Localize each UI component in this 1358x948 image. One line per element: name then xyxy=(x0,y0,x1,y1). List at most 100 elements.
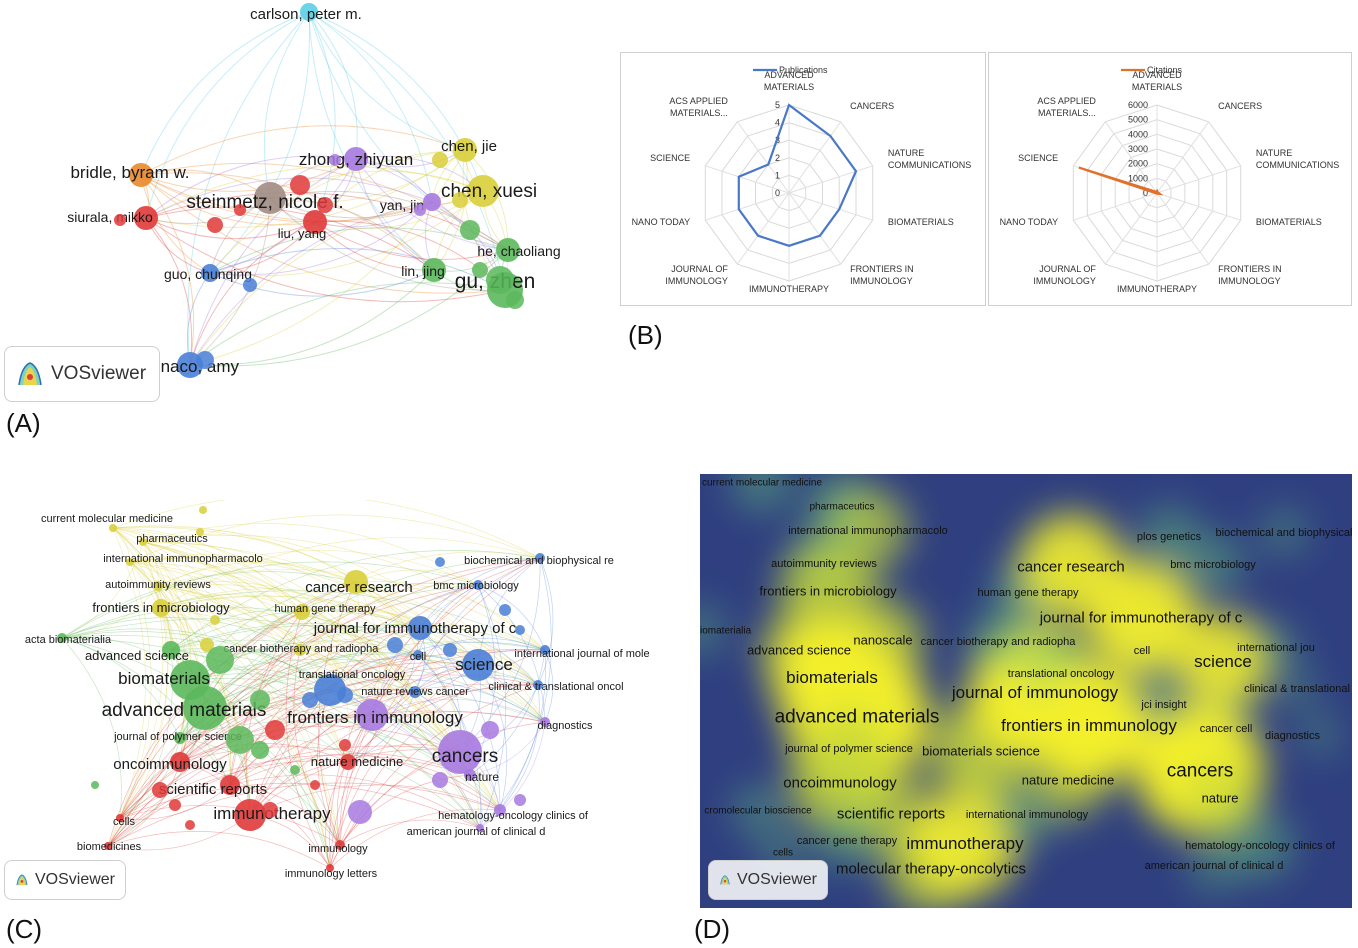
node-steinmetz-nicole-f[interactable] xyxy=(254,182,286,214)
node-frontiers-in-immunology[interactable] xyxy=(356,699,388,731)
network-edge xyxy=(112,500,541,559)
vosviewer-logo-icon xyxy=(720,875,730,885)
density-label-journal-of-polymer-science: journal of polymer science xyxy=(784,743,913,755)
network-edge xyxy=(285,611,331,869)
network-edge xyxy=(157,585,373,716)
node-yan-jin[interactable] xyxy=(423,193,441,211)
network-node xyxy=(262,802,278,818)
node-cell[interactable] xyxy=(413,650,423,660)
node-acta-biomaterialia[interactable] xyxy=(57,633,67,643)
node-biochemical-and-biophysical-re[interactable] xyxy=(535,553,545,563)
node-cancer-biotherapy-and-radiopha[interactable] xyxy=(294,644,306,656)
node-carlson-peter-m[interactable] xyxy=(300,3,318,21)
node-label-monaco-amy: monaco, amy xyxy=(137,357,240,376)
network-edge xyxy=(189,673,373,716)
network-edge xyxy=(107,760,349,847)
node-journal-for-immunotherapy-of-c[interactable] xyxy=(408,616,432,640)
node-chen-xuesi[interactable] xyxy=(467,175,499,207)
node-nature-medicine[interactable] xyxy=(340,754,356,770)
network-edge xyxy=(347,760,501,811)
labels: carlson, peter m.bridle, byram w.zhong, … xyxy=(67,6,560,376)
node-cells[interactable] xyxy=(116,814,124,822)
node-cancer-research[interactable] xyxy=(344,570,368,594)
density-blob xyxy=(1085,561,1197,673)
node-frontiers-in-microbiology[interactable] xyxy=(152,599,170,617)
node-zhong-zhiyuan[interactable] xyxy=(344,147,368,171)
node-bridle-byram-w[interactable] xyxy=(129,163,153,187)
network-edge xyxy=(157,585,341,846)
node-guo-chunqing[interactable] xyxy=(201,264,219,282)
network-edge xyxy=(477,584,546,651)
node-oncoimmunology[interactable] xyxy=(170,752,190,772)
node-lin-jing[interactable] xyxy=(422,258,446,282)
node-nature[interactable] xyxy=(464,769,476,781)
network-node xyxy=(481,721,499,739)
network-edge xyxy=(329,627,421,869)
network-node xyxy=(114,214,126,226)
network-node xyxy=(435,557,445,567)
network-node xyxy=(206,646,234,674)
network-edge xyxy=(371,649,546,716)
node-advanced-materials[interactable] xyxy=(183,686,227,730)
network-edge xyxy=(107,627,421,847)
network-edge xyxy=(325,761,349,869)
network-edge xyxy=(157,585,471,776)
node-bmc-microbiology[interactable] xyxy=(473,580,483,590)
vosviewer-badge-a: VOSviewer xyxy=(4,346,160,402)
node-human-gene-therapy[interactable] xyxy=(294,604,310,620)
radar-category-biomaterials: BIOMATERIALS xyxy=(888,217,954,227)
network-edge xyxy=(61,635,471,776)
radar-spoke xyxy=(788,121,842,194)
node-label-cancer-biotherapy-and-radiopha: cancer biotherapy and radiopha xyxy=(224,643,380,655)
node-cancers[interactable] xyxy=(438,730,482,774)
radar-category-science: SCIENCE xyxy=(1018,153,1058,163)
node-nature-reviews-cancer[interactable] xyxy=(409,686,421,698)
network-edge xyxy=(160,595,479,666)
node-hematology-oncology-clinics-of[interactable] xyxy=(494,804,506,816)
node-immunotherapy[interactable] xyxy=(234,799,266,831)
node-immunology[interactable] xyxy=(335,840,345,850)
node-he-chaoliang[interactable] xyxy=(496,238,520,262)
node-liu-yang[interactable] xyxy=(303,210,327,234)
node-scientific-reports[interactable] xyxy=(220,775,240,795)
node-immunology-letters[interactable] xyxy=(326,864,334,872)
density-label-immunotherapy: immunotherapy xyxy=(906,834,1024,853)
node-international-immunopharmacolo[interactable] xyxy=(126,558,134,566)
node-label-advanced-materials: advanced materials xyxy=(102,700,267,721)
node-science[interactable] xyxy=(462,649,494,681)
network-edge xyxy=(142,541,341,846)
density-label-nanoscale: nanoscale xyxy=(853,633,912,648)
network-edge xyxy=(160,595,539,686)
network-edge xyxy=(329,684,539,869)
density-label-american-journal-of-clinical-d: american journal of clinical d xyxy=(1145,860,1284,872)
node-current-molecular-medicine[interactable] xyxy=(109,524,117,532)
node-label-current-molecular-medicine: current molecular medicine xyxy=(41,513,173,525)
network-edge xyxy=(469,649,546,776)
network-edge xyxy=(269,197,435,271)
node-chen-jie[interactable] xyxy=(453,138,477,162)
node-diagnostics[interactable] xyxy=(540,717,550,727)
network-node xyxy=(152,782,168,798)
node-autoimmunity-reviews[interactable] xyxy=(153,581,163,591)
network-edge xyxy=(107,782,501,847)
node-journal-of-polymer-science[interactable] xyxy=(174,732,186,744)
node-biomedicines[interactable] xyxy=(104,842,112,850)
network-edge xyxy=(179,688,416,763)
network-edge xyxy=(347,691,416,763)
network-edge xyxy=(347,664,479,763)
node-pharmaceutics[interactable] xyxy=(139,538,147,546)
node-international-journal-of-mole[interactable] xyxy=(540,645,550,655)
node-siurala-mikko[interactable] xyxy=(134,206,158,230)
node-clinical-translational-oncol[interactable] xyxy=(533,680,543,690)
network-edge xyxy=(112,527,184,763)
node-american-journal-of-clinical-d[interactable] xyxy=(476,824,484,832)
radar-category-cancers: CANCERS xyxy=(850,101,894,111)
node-advanced-science[interactable] xyxy=(162,641,180,659)
network-edge xyxy=(157,585,481,829)
radar-spoke xyxy=(1156,192,1210,265)
